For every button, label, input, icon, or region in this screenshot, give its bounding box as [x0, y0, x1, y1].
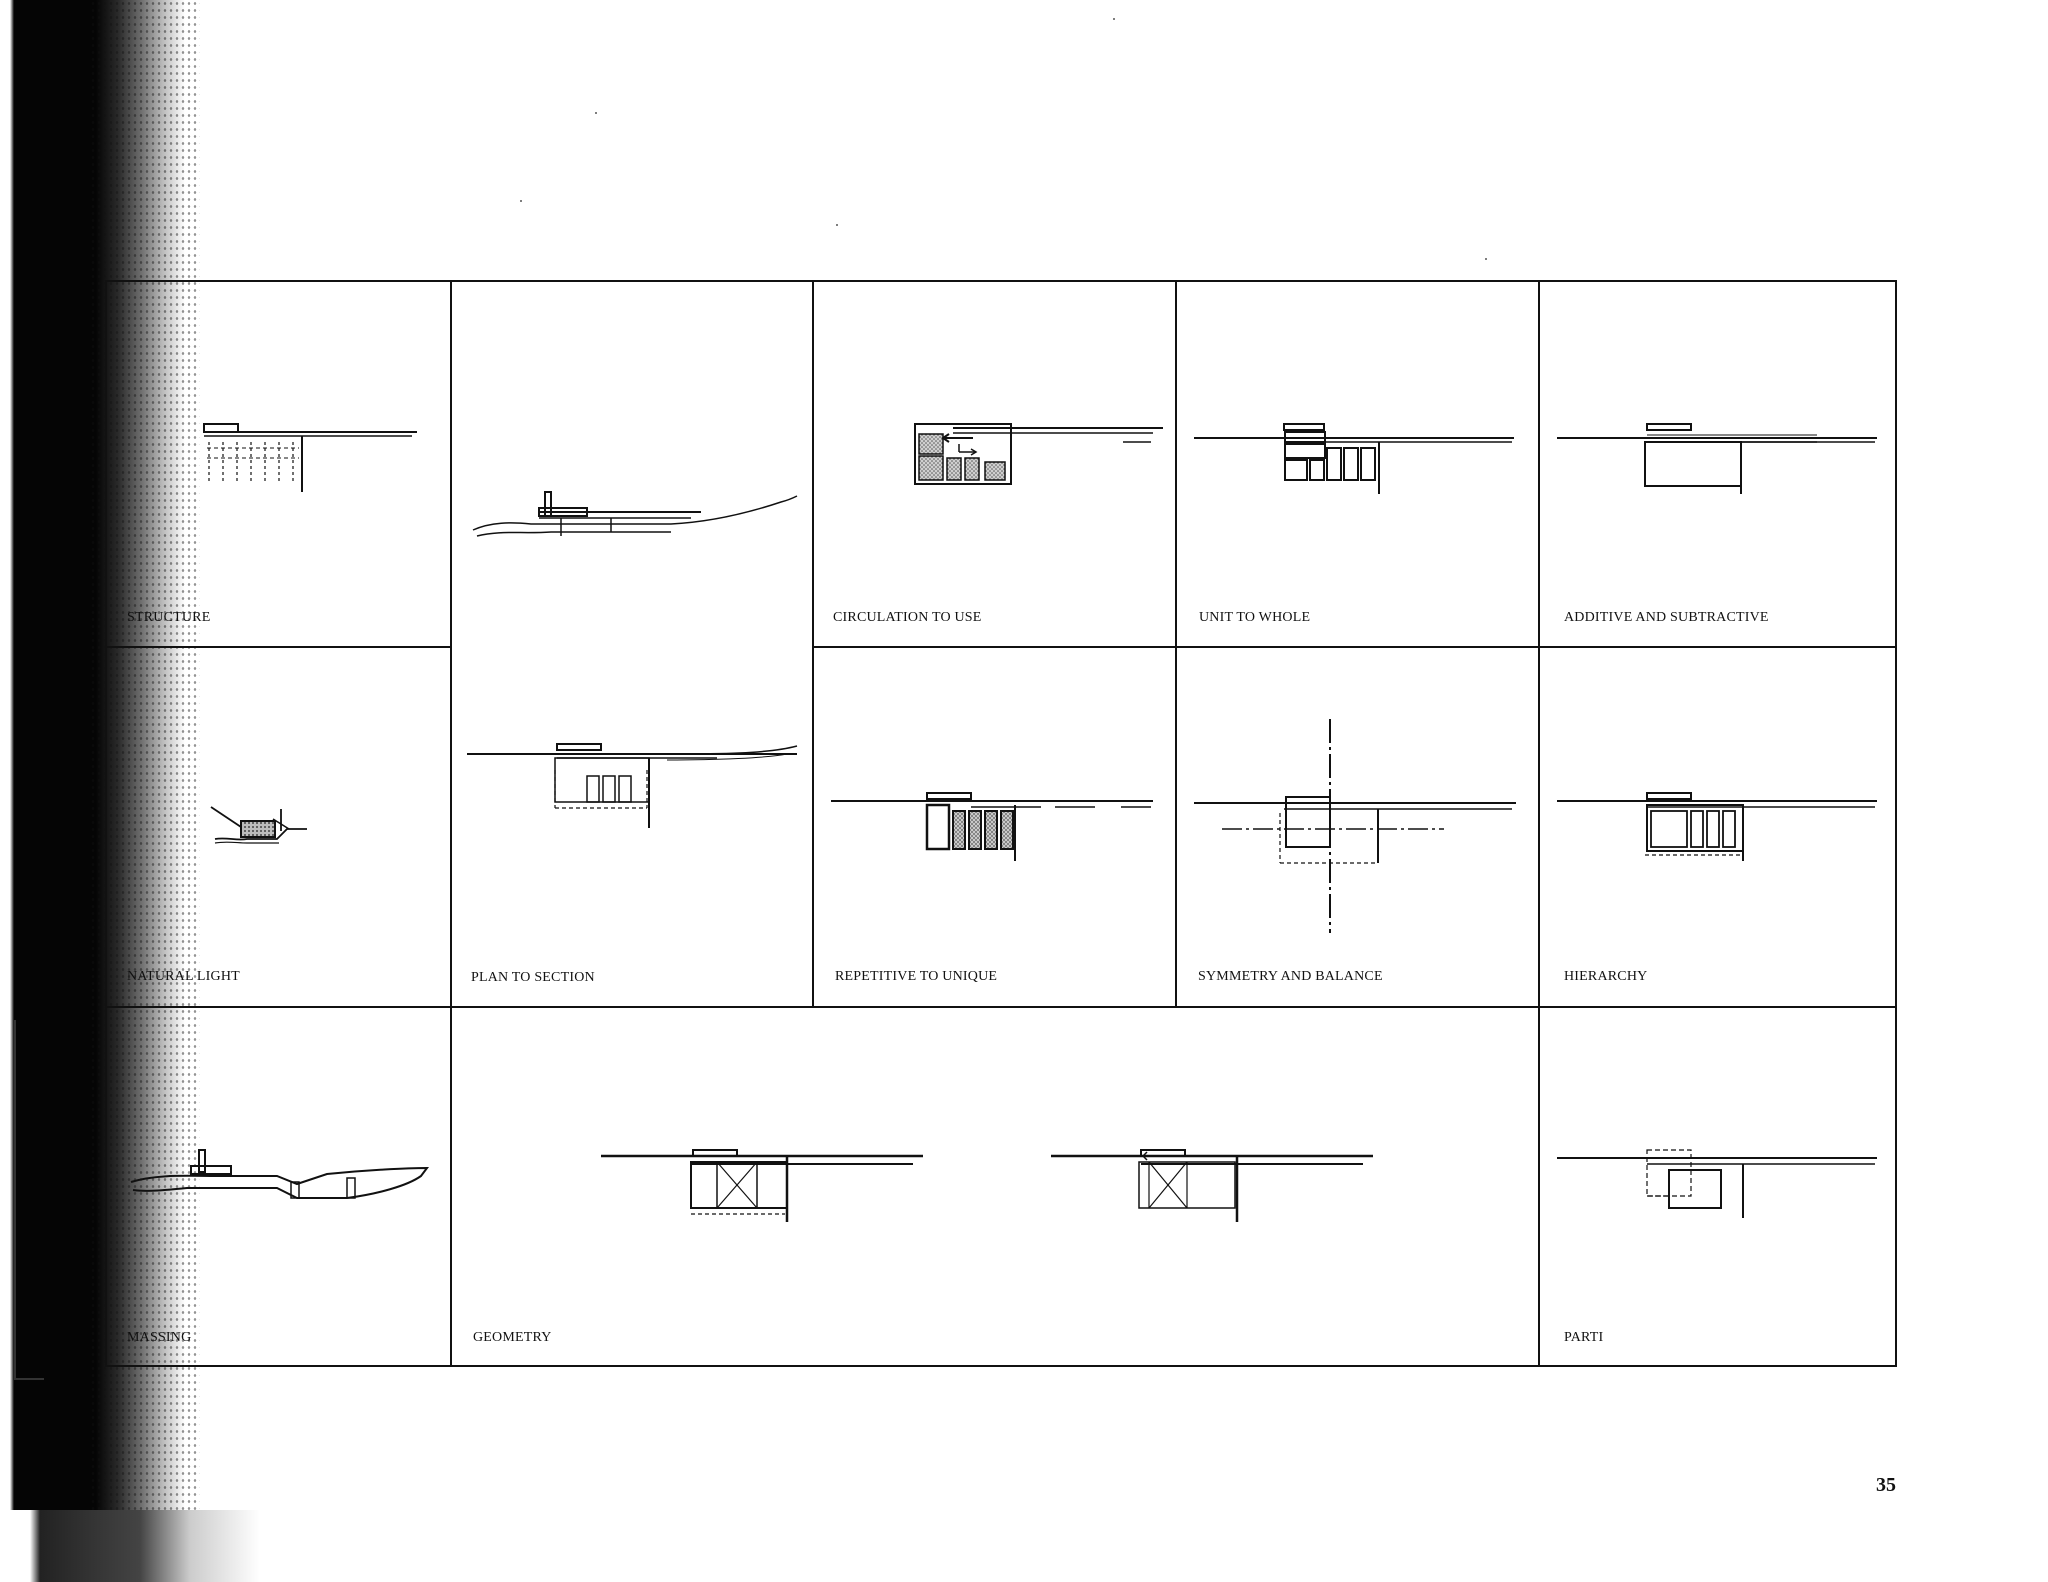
natural-light-diagram — [210, 806, 307, 844]
geometry-diagram-left — [601, 1149, 923, 1222]
panel-structure: STRUCTURE — [107, 282, 451, 646]
panel-circulation-to-use: CIRCULATION TO USE — [813, 282, 1175, 646]
grid-divider — [812, 646, 1897, 648]
grid-divider — [450, 282, 452, 1367]
panel-additive-and-subtractive: ADDITIVE AND SUBTRACTIVE — [1539, 282, 1897, 646]
parti-diagram — [1557, 1149, 1877, 1218]
panel-geometry: GEOMETRY — [451, 1008, 1538, 1367]
gutter-bottom-shadow — [0, 1510, 290, 1582]
unit-to-whole-diagram — [1194, 423, 1514, 494]
plan-to-section-diagram-lower — [467, 743, 798, 828]
panel-symmetry-and-balance: SYMMETRY AND BALANCE — [1176, 647, 1538, 1006]
geometry-diagram-right — [1051, 1149, 1373, 1222]
panel-unit-to-whole: UNIT TO WHOLE — [1176, 282, 1538, 646]
plan-to-section-diagram-upper — [472, 491, 798, 537]
panel-natural-light: NATURAL LIGHT — [107, 647, 451, 1006]
panel-repetitive-to-unique: REPETITIVE TO UNIQUE — [813, 647, 1175, 1006]
analysis-diagram-grid: STRUCTURE UNIT TO WHOLE — [105, 280, 1897, 1367]
repetitive-to-unique-diagram — [831, 792, 1153, 861]
panel-label: PARTI — [1564, 1330, 1604, 1345]
panel-label: HIERARCHY — [1564, 969, 1648, 984]
panel-parti: PARTI — [1539, 1008, 1897, 1367]
structure-diagram — [203, 423, 417, 492]
panel-label: NATURAL LIGHT — [127, 969, 240, 984]
panel-label: SYMMETRY AND BALANCE — [1198, 969, 1383, 984]
panel-label: CIRCULATION TO USE — [833, 610, 982, 625]
panel-hierarchy: HIERARCHY — [1539, 647, 1897, 1006]
grid-divider — [1538, 282, 1540, 1367]
scanned-page-gutter-shadow — [0, 0, 200, 1582]
scan-speck — [836, 224, 838, 226]
panel-label: STRUCTURE — [127, 610, 211, 625]
panel-label: REPETITIVE TO UNIQUE — [835, 969, 998, 984]
margin-crop-mark — [14, 1020, 16, 1380]
symmetry-and-balance-diagram — [1194, 719, 1516, 933]
panel-label: ADDITIVE AND SUBTRACTIVE — [1564, 610, 1769, 625]
grid-divider — [1175, 282, 1177, 1007]
panel-massing: MASSING — [107, 1008, 451, 1367]
panel-label: PLAN TO SECTION — [471, 970, 595, 985]
grid-divider — [812, 282, 814, 1007]
panel-label: MASSING — [127, 1330, 192, 1345]
grid-divider — [107, 646, 451, 648]
circulation-to-use-diagram — [914, 423, 1163, 485]
scan-speck — [1485, 258, 1487, 260]
panel-label: UNIT TO WHOLE — [1199, 610, 1311, 625]
page-number: 35 — [1876, 1474, 1896, 1496]
gutter-halftone-noise — [90, 0, 200, 1582]
panel-label: GEOMETRY — [473, 1330, 552, 1345]
scan-speck — [1113, 18, 1115, 20]
scan-speck — [595, 112, 597, 114]
hierarchy-diagram — [1557, 792, 1877, 861]
massing-diagram — [130, 1149, 430, 1199]
scan-speck — [520, 200, 522, 202]
additive-and-subtractive-diagram — [1557, 423, 1877, 494]
margin-crop-mark-foot — [14, 1378, 44, 1380]
panel-plan-to-section: PLAN TO SECTION — [451, 282, 812, 1006]
grid-divider — [107, 1006, 1897, 1008]
